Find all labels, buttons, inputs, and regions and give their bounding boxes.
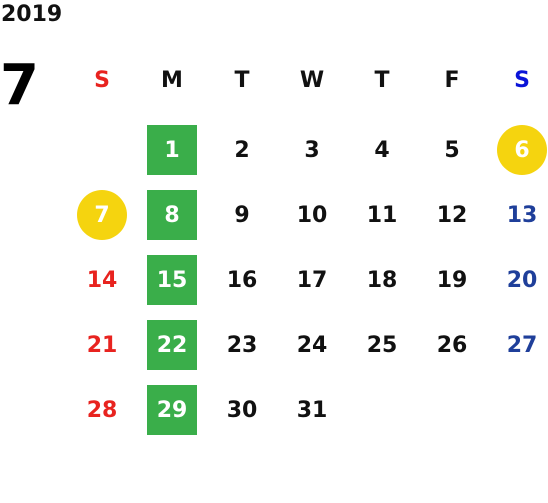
day-cell[interactable]: 19 [436,267,468,293]
day-cell[interactable]: 30 [226,397,258,423]
day-cell[interactable]: 1 [147,125,197,175]
day-cell[interactable]: 24 [296,332,328,358]
weekday-header: F [444,67,460,93]
day-cell[interactable]: 25 [366,332,398,358]
day-cell[interactable]: 22 [147,320,197,370]
day-cell[interactable]: 9 [234,202,250,228]
day-cell[interactable]: 11 [366,202,398,228]
day-cell[interactable]: 18 [366,267,398,293]
day-cell[interactable]: 7 [77,190,127,240]
day-cell[interactable]: 10 [296,202,328,228]
weekday-header: M [161,67,183,93]
weekday-header: T [234,67,250,93]
day-cell[interactable]: 4 [374,137,390,163]
day-cell[interactable]: 20 [506,267,538,293]
weekday-header: S [94,67,110,93]
weekday-header: W [299,67,325,93]
day-cell[interactable]: 26 [436,332,468,358]
day-cell[interactable]: 6 [497,125,547,175]
day-cell[interactable]: 2 [234,137,250,163]
day-cell[interactable]: 17 [296,267,328,293]
day-cell[interactable]: 21 [86,332,118,358]
day-cell[interactable]: 13 [506,202,538,228]
day-cell[interactable]: 8 [147,190,197,240]
day-cell[interactable]: 5 [444,137,460,163]
month-label: 7 [0,53,39,118]
weekday-header: T [374,67,390,93]
weekday-header: S [514,67,530,93]
day-cell[interactable]: 31 [296,397,328,423]
day-cell[interactable]: 12 [436,202,468,228]
day-cell[interactable]: 3 [304,137,320,163]
day-cell[interactable]: 29 [147,385,197,435]
day-cell[interactable]: 14 [86,267,118,293]
day-cell[interactable]: 28 [86,397,118,423]
day-cell[interactable]: 27 [506,332,538,358]
day-cell[interactable]: 23 [226,332,258,358]
day-cell[interactable]: 16 [226,267,258,293]
day-cell[interactable]: 15 [147,255,197,305]
year-label: 2019 [1,2,63,27]
